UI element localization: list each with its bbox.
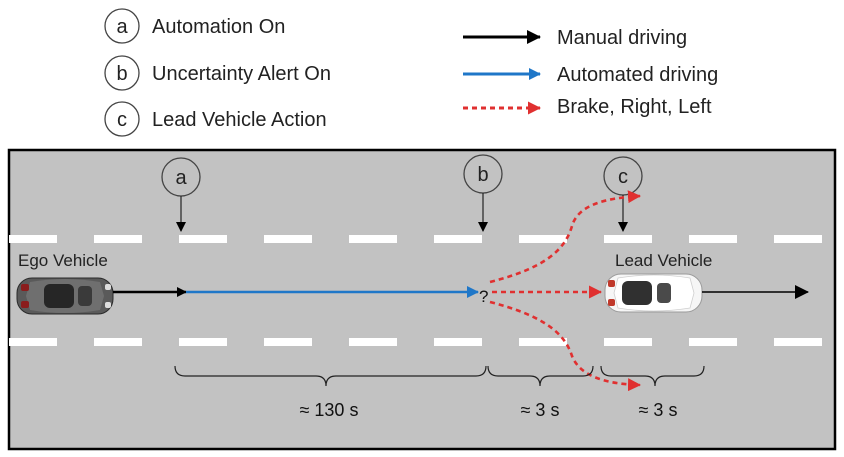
- duration-label-alert: ≈ 3 s: [521, 400, 560, 420]
- legend-event-c: c Lead Vehicle Action: [104, 101, 327, 137]
- legend-event-b: b Uncertainty Alert On: [104, 55, 331, 91]
- marker-letter-a: a: [116, 16, 128, 38]
- road-marker-letter-c: c: [618, 166, 628, 188]
- road-surface: [7, 148, 837, 451]
- brace-alert-period: [487, 365, 594, 387]
- legend-manual-label: Manual driving: [557, 27, 687, 49]
- marker-circle-b: [104, 55, 140, 91]
- ego-vehicle-icon: [16, 277, 114, 315]
- road-marker-b: b: [463, 154, 503, 232]
- marker-letter-c: c: [117, 109, 127, 131]
- legend-automated: Automated driving: [463, 64, 718, 86]
- legend-manual: Manual driving: [463, 27, 687, 49]
- brace-automation-period: [174, 365, 487, 387]
- legend-action-label: Brake, Right, Left: [557, 96, 712, 118]
- road-marker-letter-a: a: [175, 167, 187, 189]
- duration-label-action: ≈ 3 s: [639, 400, 678, 420]
- road-marker-letter-b: b: [477, 164, 488, 186]
- legend-action: Brake, Right, Left: [463, 96, 712, 118]
- marker-circle-c: [104, 101, 140, 137]
- lead-vehicle-label: Lead Vehicle: [615, 251, 712, 270]
- duration-label-automation: ≈ 130 s: [300, 400, 359, 420]
- marker-circle-a: [104, 8, 140, 44]
- legend-events: a Automation On b Uncertainty Alert On c…: [104, 8, 331, 137]
- legend-arrows: Manual driving Automated driving Brake, …: [463, 27, 718, 118]
- marker-letter-b: b: [116, 63, 127, 85]
- legend-event-a: a Automation On: [104, 8, 285, 44]
- road-marker-c: c: [603, 156, 643, 232]
- ego-vehicle-label: Ego Vehicle: [18, 251, 108, 270]
- road: a b c Ego Vehicle Lead Vehicle: [7, 148, 837, 451]
- legend-event-label-c: Lead Vehicle Action: [152, 109, 327, 131]
- legend-automated-label: Automated driving: [557, 64, 718, 86]
- action-right-arrow: [489, 300, 641, 392]
- lead-vehicle-icon: [604, 273, 703, 313]
- legend-event-label-a: Automation On: [152, 16, 285, 38]
- legend-event-label-b: Uncertainty Alert On: [152, 63, 331, 85]
- road-marker-a: a: [161, 157, 201, 232]
- brace-action-period: [600, 365, 705, 387]
- decision-mark: ?: [479, 287, 488, 306]
